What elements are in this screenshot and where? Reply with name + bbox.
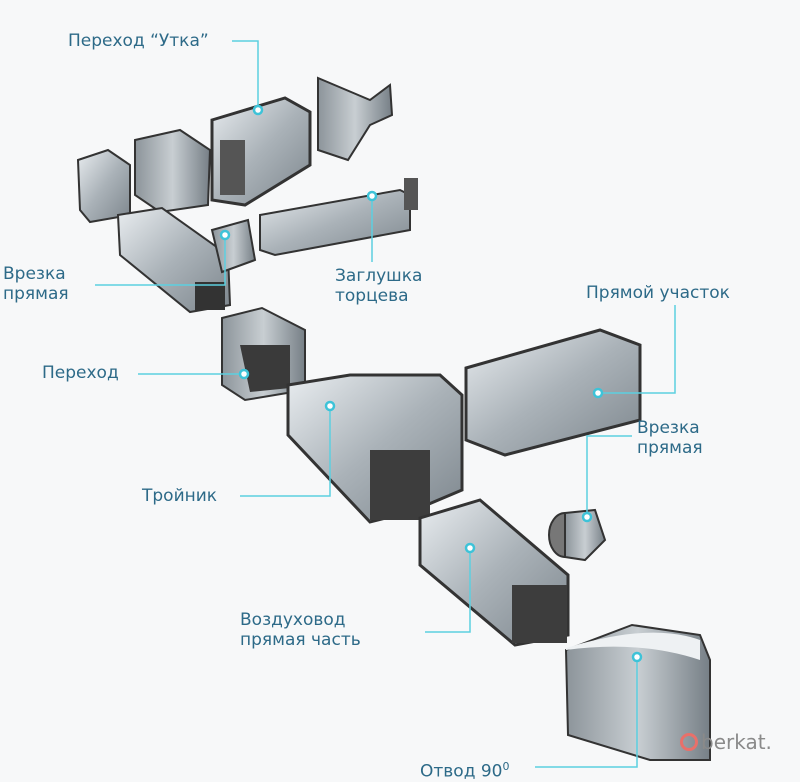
label-duck-transition: Переход “Утка”: [68, 31, 209, 51]
berkat-logo-icon: [680, 733, 698, 751]
label-line: торцева: [335, 286, 409, 306]
straight-section-part: [464, 328, 642, 457]
label-line: Врезка: [3, 264, 66, 284]
duck-transition-part: [210, 96, 312, 207]
label-line: Врезка: [637, 418, 700, 438]
label-transition: Переход: [42, 363, 119, 383]
watermark-text: berkat.: [701, 730, 772, 754]
label-line: прямая: [3, 284, 69, 304]
berkat-watermark: berkat.: [680, 730, 772, 754]
label-line: Воздуховод: [240, 610, 346, 630]
degree-superscript: 0: [502, 760, 510, 773]
straight-duct-part: [418, 498, 570, 647]
round-tap-part: [548, 508, 607, 562]
label-line: Заглушка: [335, 266, 423, 286]
label-line: прямая часть: [240, 630, 361, 650]
callout-dots: [219, 104, 643, 663]
label-text: Отвод 90: [420, 761, 503, 782]
straight-duct-left: [116, 206, 232, 314]
transition-part-top: [134, 128, 212, 214]
elbow-small: [76, 148, 131, 224]
label-tee: Тройник: [142, 486, 218, 506]
tee-part: [286, 373, 464, 524]
label-line: прямая: [637, 438, 703, 458]
elbow-90-part: [564, 623, 711, 761]
leader-lines: [95, 40, 676, 768]
end-cap-duct: [259, 178, 418, 257]
label-elbow-90: Отвод 900: [420, 757, 510, 782]
label-straight-section: Прямой участок: [586, 283, 730, 303]
round-transition-part: [317, 76, 394, 162]
